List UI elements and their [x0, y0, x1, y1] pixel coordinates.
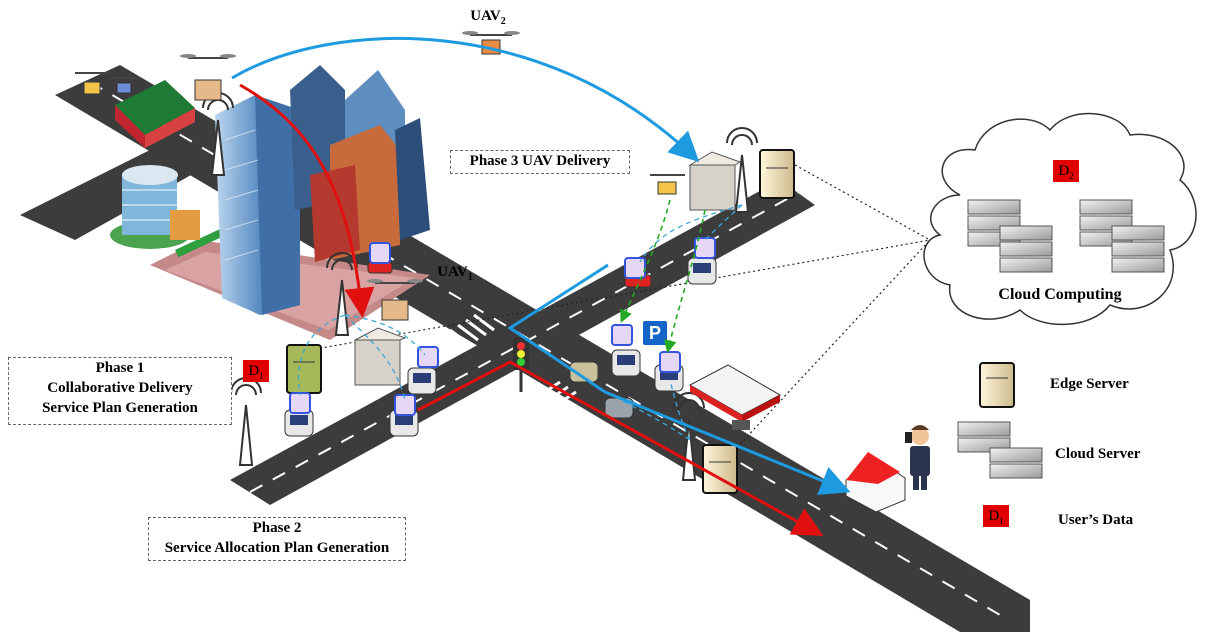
- delivery-station: [688, 151, 742, 211]
- gas-station: [688, 364, 782, 430]
- phase1-box: Phase 1 Collaborative Delivery Service P…: [8, 357, 232, 425]
- phase2-box: Phase 2 Service Allocation Plan Generati…: [148, 517, 406, 561]
- red-route-ground: [417, 360, 824, 536]
- data-tag-d1: D1: [243, 360, 269, 382]
- cloud-links: [309, 164, 931, 456]
- chip-icon: [611, 324, 633, 346]
- legend-edge-server-icon: [979, 362, 1015, 408]
- cloud-computing-cloud: [923, 112, 1197, 326]
- legend-data-tag: D1: [983, 505, 1009, 527]
- house-icon: [845, 452, 906, 513]
- user-person-icon: [905, 425, 930, 490]
- crosswalk: [449, 313, 577, 407]
- parking-sign: P: [641, 319, 669, 347]
- delivery-robot: [407, 367, 437, 395]
- edge-server-icon: [759, 149, 795, 199]
- traffic-light: [513, 338, 529, 392]
- delivery-robot: [611, 349, 641, 377]
- phase3-box: Phase 3 UAV Delivery: [450, 150, 630, 174]
- data-tag-d2: D2: [1053, 160, 1079, 182]
- chip-icon: [289, 392, 311, 414]
- phase1-title: Phase 1: [95, 360, 145, 376]
- parking-letter: P: [649, 323, 661, 343]
- chip-icon: [694, 237, 716, 259]
- lane-main: [89, 81, 1001, 616]
- drone-icon: [650, 174, 685, 195]
- delivery-station: [354, 327, 407, 386]
- red-route-uav: [239, 83, 375, 318]
- uav2-label: UAV2: [470, 8, 506, 27]
- antenna-icon: [726, 127, 758, 213]
- drone-icon: [75, 72, 140, 95]
- delivery-robot: [687, 257, 717, 285]
- skyscraper: [310, 165, 360, 262]
- drone-icon: [462, 31, 520, 55]
- legend-cloud-server-icon: [957, 421, 1043, 479]
- antenna-icon: [230, 377, 262, 466]
- phase2-title: Phase 2: [252, 520, 302, 536]
- warehouse: [115, 80, 195, 148]
- cloud-computing-label: Cloud Computing: [998, 286, 1122, 303]
- legend-users-data-label: User’s Data: [1058, 512, 1134, 528]
- phase2-line2: Service Allocation Plan Generation: [164, 540, 390, 556]
- chip-icon: [659, 351, 681, 373]
- chip-icon: [394, 394, 416, 416]
- legend-cloud-server-label: Cloud Server: [1055, 446, 1141, 462]
- delivery-robot: [389, 409, 419, 437]
- chip-icon: [417, 346, 439, 368]
- skyscraper: [395, 118, 430, 240]
- round-building: [110, 165, 200, 249]
- uav1-label: UAV1: [437, 264, 473, 283]
- chip-icon: [624, 257, 646, 279]
- drone-icon: [180, 54, 236, 101]
- glass-tower: [215, 95, 300, 315]
- antenna-icon: [673, 392, 705, 481]
- delivery-robot: [569, 361, 599, 383]
- green-route: [620, 199, 706, 354]
- drone-icon: [367, 279, 423, 321]
- cloud-server-rack: [1079, 199, 1165, 273]
- phase1-line3: Service Plan Generation: [42, 400, 198, 416]
- blue-route-uav: [231, 36, 700, 163]
- blue-route-ground: [507, 263, 851, 495]
- cloud-server-rack: [967, 199, 1053, 273]
- chip-icon: [369, 242, 391, 264]
- phase1-line2: Collaborative Delivery: [47, 380, 193, 396]
- legend-edge-server-label: Edge Server: [1050, 376, 1129, 392]
